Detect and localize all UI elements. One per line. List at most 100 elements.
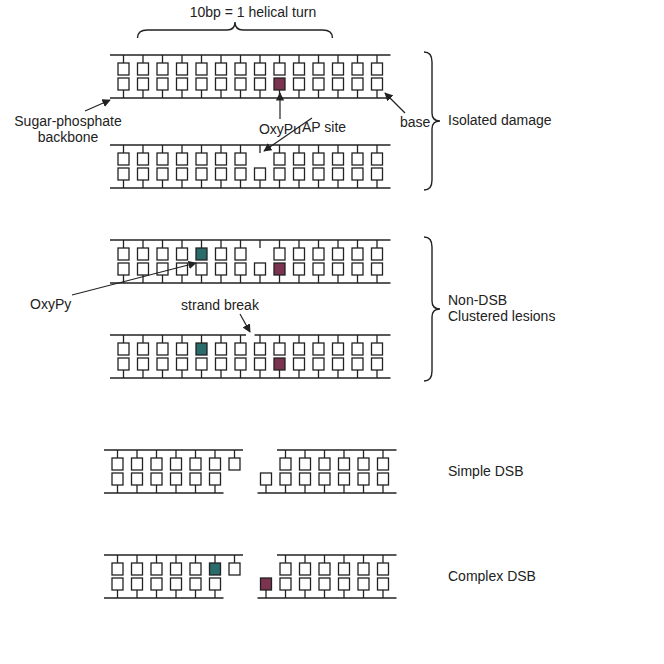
base-stick <box>285 450 286 458</box>
base-stick <box>376 370 377 378</box>
base-stick <box>201 55 202 63</box>
base-box <box>190 458 201 470</box>
base-stick <box>201 275 202 283</box>
base-box <box>333 78 344 90</box>
base-stick <box>240 370 241 378</box>
base-box <box>358 458 369 470</box>
base-box <box>235 78 246 90</box>
base-box <box>216 263 227 275</box>
backbone-line <box>104 449 243 451</box>
base-stick <box>382 450 383 458</box>
base-stick <box>156 590 157 598</box>
base-box <box>274 168 285 180</box>
base-box <box>313 63 324 75</box>
base-stick <box>142 370 143 378</box>
leader-arrow <box>279 93 280 119</box>
base-box <box>294 78 305 90</box>
base-stick <box>123 335 124 343</box>
backbone-line <box>104 492 224 494</box>
base-stick <box>363 450 364 458</box>
base-stick <box>162 145 163 153</box>
base-stick <box>304 555 305 563</box>
base-box <box>333 153 344 165</box>
base-box <box>112 563 123 575</box>
base-box <box>378 578 389 590</box>
base-stick <box>117 555 118 563</box>
base-box <box>372 358 383 370</box>
base-box <box>118 358 129 370</box>
base-box <box>313 248 324 260</box>
base-box <box>138 168 149 180</box>
base-stick <box>240 180 241 188</box>
base-box <box>294 63 305 75</box>
backbone-line <box>110 282 391 284</box>
base-box <box>171 458 182 470</box>
leader-arrow <box>240 314 250 332</box>
base-box <box>171 473 182 485</box>
base-stick <box>318 275 319 283</box>
base-stick <box>357 180 358 188</box>
base-stick <box>220 55 221 63</box>
base-box <box>300 473 311 485</box>
category-label: Simple DSB <box>448 463 598 479</box>
base-box <box>333 358 344 370</box>
dna-isolated-oxypu <box>110 55 391 98</box>
dna-isolated-ap <box>110 145 391 188</box>
base-box <box>216 248 227 260</box>
lesion-label: AP site <box>302 119 382 135</box>
base-stick <box>285 485 286 493</box>
base-stick <box>240 55 241 63</box>
backbone-line <box>258 597 397 599</box>
base-box <box>313 343 324 355</box>
base-stick <box>337 275 338 283</box>
base-stick <box>357 145 358 153</box>
base-stick <box>279 370 280 378</box>
base-stick <box>201 90 202 98</box>
base-stick <box>136 555 137 563</box>
base-stick <box>195 485 196 493</box>
base-box <box>138 358 149 370</box>
base-stick <box>117 450 118 458</box>
base-box <box>118 263 129 275</box>
base-box <box>352 78 363 90</box>
base-box <box>157 168 168 180</box>
base-box <box>157 358 168 370</box>
bracket <box>138 22 333 38</box>
base-stick <box>318 145 319 153</box>
damaged-base <box>261 578 272 590</box>
base-box <box>118 168 129 180</box>
base-box <box>132 458 143 470</box>
base-box <box>294 343 305 355</box>
base-stick <box>318 90 319 98</box>
base-box <box>294 248 305 260</box>
base-box <box>190 578 201 590</box>
backbone-line <box>110 54 391 56</box>
base-box <box>118 63 129 75</box>
base-stick <box>363 590 364 598</box>
base-stick <box>201 335 202 343</box>
base-box <box>352 343 363 355</box>
base-box <box>190 473 201 485</box>
base-stick <box>376 180 377 188</box>
base-stick <box>324 555 325 563</box>
base-stick <box>376 145 377 153</box>
base-box <box>216 358 227 370</box>
base-box <box>157 78 168 90</box>
base-stick <box>175 590 176 598</box>
base-box <box>132 578 143 590</box>
base-stick <box>279 275 280 283</box>
base-box <box>280 578 291 590</box>
base-box <box>235 168 246 180</box>
base-box <box>235 343 246 355</box>
damaged-base <box>274 78 285 90</box>
backbone-line <box>110 97 391 99</box>
base-box <box>358 578 369 590</box>
base-stick <box>162 335 163 343</box>
base-box <box>235 263 246 275</box>
base-stick <box>343 590 344 598</box>
base-box <box>196 358 207 370</box>
base-box <box>255 78 266 90</box>
base-box <box>216 168 227 180</box>
base-stick <box>162 370 163 378</box>
base-stick <box>175 450 176 458</box>
